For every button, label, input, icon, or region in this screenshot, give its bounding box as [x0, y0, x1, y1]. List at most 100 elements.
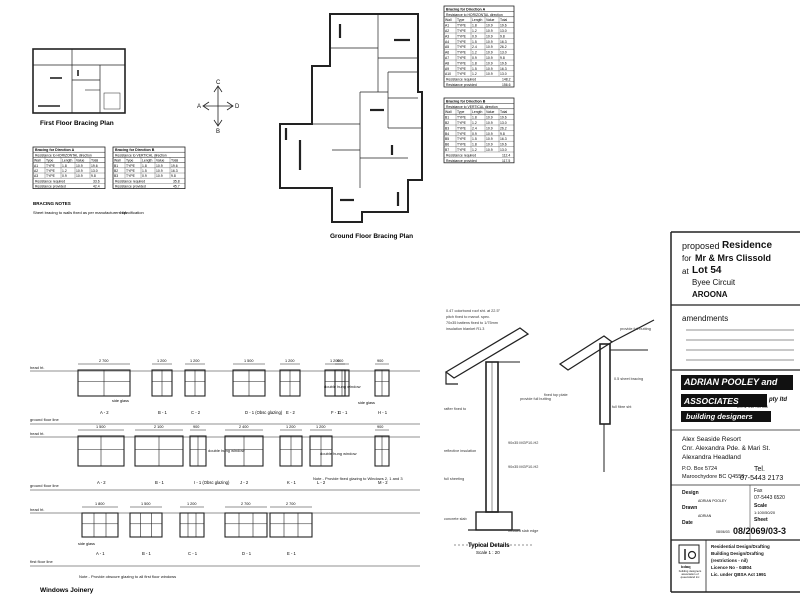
- table-subtitle: Resistance to VERTICAL direction: [115, 153, 167, 157]
- window-width-dim: 2 700: [99, 359, 109, 363]
- job-number: 08/2069/03-3: [733, 526, 787, 536]
- table-cell: TYPE: [126, 169, 136, 173]
- proposed-label: proposed: [682, 241, 720, 251]
- services-line-1: Residential Design/Drafting: [711, 544, 770, 549]
- table-header-cell: Type: [457, 110, 464, 114]
- table-cell: TYPE: [457, 116, 467, 120]
- table-cell: 1.5: [472, 40, 477, 44]
- compass-c-label: C: [216, 80, 221, 86]
- table-cell: 19.6: [500, 24, 507, 28]
- at-label: at: [682, 267, 689, 276]
- window-width-dim: 1 800: [95, 502, 105, 506]
- svg-text:reflective insulation: reflective insulation: [444, 449, 476, 453]
- table-cell: TYPE: [457, 132, 467, 136]
- table-cell: 10.9: [486, 34, 493, 38]
- table-cell: TYPE: [457, 121, 467, 125]
- window-frame: [179, 512, 205, 538]
- table-cell: 1.8: [472, 61, 477, 65]
- table-cell: 9.8: [91, 174, 96, 178]
- svg-text:provide full butting: provide full butting: [620, 327, 651, 331]
- window-width-dim: 900: [377, 425, 383, 429]
- table-cell: TYPE: [457, 137, 467, 141]
- window-width-dim: 2 700: [241, 502, 251, 506]
- resistance-provided-value: 156.6: [502, 83, 511, 87]
- resistance-required-label: Resistance required: [115, 179, 145, 183]
- window-label: A - 1: [96, 551, 105, 556]
- table-cell: 10.9: [486, 61, 493, 65]
- table-cell: B4: [445, 132, 449, 136]
- side-glass-note-3: side glass: [78, 542, 95, 546]
- table-cell: 10.9: [156, 164, 163, 168]
- floor-line-label-2: ground floor line: [30, 483, 59, 488]
- table-cell: 0.9: [472, 34, 477, 38]
- table-cell: 1.8: [472, 143, 477, 147]
- first-floor-line-label: first floor line: [30, 559, 53, 564]
- table-header-cell: Wall: [445, 18, 452, 22]
- table-cell: B1: [114, 164, 118, 168]
- window-width-dim: 1 200: [330, 359, 340, 363]
- window-frame: [224, 512, 268, 538]
- window-label: B - 1: [158, 410, 168, 415]
- window-label: M - 2: [378, 480, 388, 485]
- table-title: Bracing for Direction B: [115, 148, 155, 152]
- table-cell: 1.2: [472, 29, 477, 33]
- table-cell: TYPE: [457, 40, 467, 44]
- window-label: E - 2: [286, 410, 296, 415]
- assoc-logo: bdaq: [681, 564, 691, 569]
- joinery-note-fixed: Note - Provide fixed glazing to Windows …: [313, 476, 403, 481]
- joinery-note-obscure: Note - Provide obscure glazing to all fi…: [79, 574, 176, 579]
- table-cell: 16.3: [500, 40, 507, 44]
- table-cell: 1.5: [472, 67, 477, 71]
- table-subtitle: Resistance to HORIZONTAL direction: [446, 13, 503, 17]
- table-cell: 1.8: [62, 164, 67, 168]
- table-cell: A3: [445, 34, 449, 38]
- licence-act: Lic. under QBSA Act 1991: [711, 572, 767, 577]
- window-label: A - 2: [97, 480, 106, 485]
- company-acn: A.C.N. 010 751 533: [737, 405, 768, 409]
- table-cell: TYPE: [457, 67, 467, 71]
- table-cell: 19.6: [500, 61, 507, 65]
- table-cell: A7: [445, 56, 449, 60]
- table-cell: B7: [445, 148, 449, 152]
- window-width-dim: 1 200: [187, 502, 197, 506]
- table-header-cell: Length: [142, 159, 152, 163]
- title-block-frame: [670, 231, 800, 593]
- table-cell: A1: [445, 24, 449, 28]
- table-cell: TYPE: [126, 164, 136, 168]
- table-cell: 10.9: [486, 148, 493, 152]
- table-cell: 2.4: [472, 45, 477, 49]
- tel-number: 07-5443 2173: [740, 475, 784, 482]
- window-label: C - 1: [188, 551, 198, 556]
- table-header-cell: Length: [472, 110, 482, 114]
- window-label: B - 1: [142, 551, 152, 556]
- resistance-provided-label: Resistance provided: [446, 159, 477, 163]
- table-cell: 13.0: [500, 121, 507, 125]
- table-header-cell: Value: [486, 110, 495, 114]
- svg-text:fixed top plate: fixed top plate: [544, 393, 568, 397]
- table-cell: TYPE: [457, 56, 467, 60]
- window-width-dim: 1 500: [244, 359, 254, 363]
- table-cell: 13.0: [500, 148, 507, 152]
- window-width-dim: 900: [193, 425, 199, 429]
- svg-text:rafter fixed to: rafter fixed to: [444, 407, 466, 411]
- client-name: Mr & Mrs Clissold: [695, 253, 772, 263]
- resistance-required-value: 148.2: [502, 78, 511, 82]
- table-cell: TYPE: [457, 51, 467, 55]
- table-header-cell: Type: [126, 159, 133, 163]
- table-cell: 19.6: [500, 143, 507, 147]
- table-cell: TYPE: [457, 148, 467, 152]
- window-width-dim: 1 200: [286, 425, 296, 429]
- window-label: B - 1: [155, 480, 165, 485]
- window-frame: [81, 512, 119, 538]
- table-cell: 13.0: [500, 29, 507, 33]
- table-cell: 10.9: [486, 132, 493, 136]
- window-label: E - 1: [287, 551, 297, 556]
- table-cell: 0.9: [472, 56, 477, 60]
- window-width-dim: 900: [377, 359, 383, 363]
- table-cell: B1: [445, 116, 449, 120]
- table-cell: 10.9: [486, 24, 493, 28]
- table-cell: 16.3: [171, 169, 178, 173]
- head-height-label-3: head ht.: [30, 507, 44, 512]
